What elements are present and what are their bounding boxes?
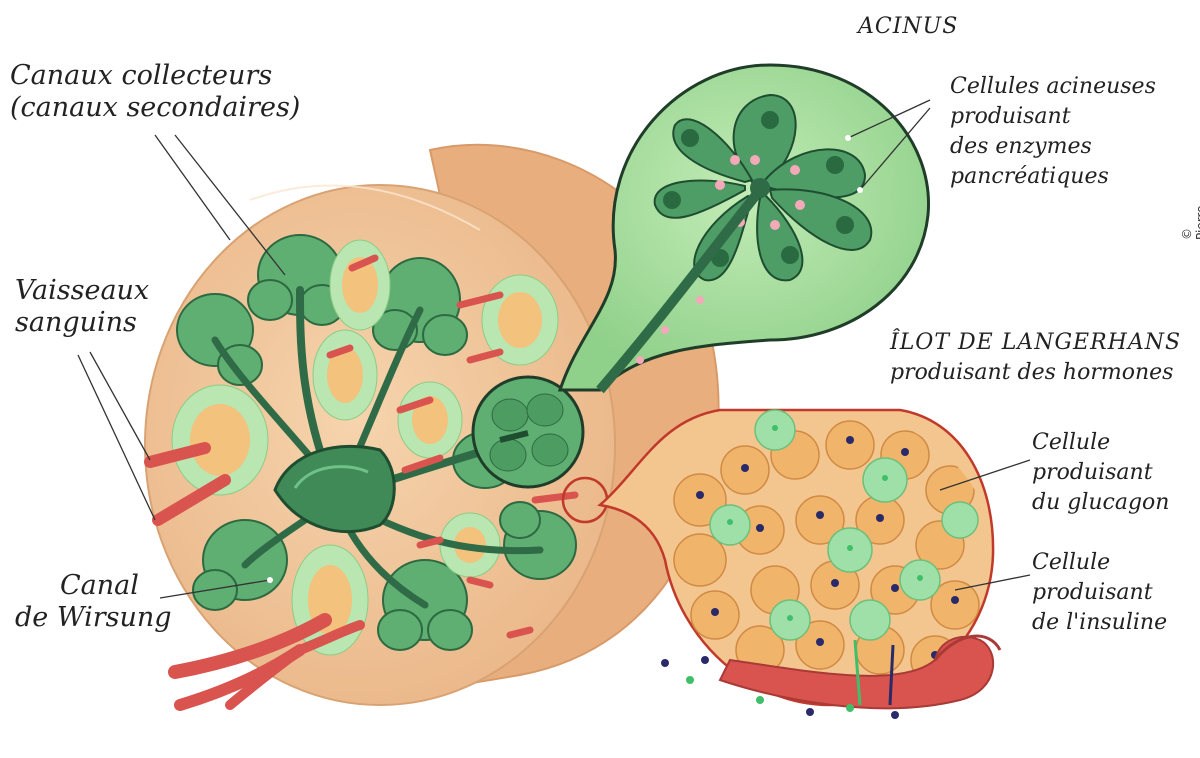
label-acinus: ACINUS bbox=[858, 14, 958, 39]
acinus-bubble bbox=[560, 65, 929, 390]
label-acineuses-line4: pancréatiques bbox=[950, 162, 1156, 192]
label-ilot-line2: produisant des hormones bbox=[890, 358, 1181, 388]
label-glucagon-line2: produisant bbox=[1032, 458, 1169, 488]
label-cellule-glucagon: Cellule produisant du glucagon bbox=[1032, 428, 1169, 518]
label-canaux-line1: Canaux collecteurs bbox=[10, 60, 300, 92]
label-insuline-line2: produisant bbox=[1032, 578, 1167, 608]
label-canaux-collecteurs: Canaux collecteurs (canaux secondaires) bbox=[10, 60, 300, 124]
photo-credit: © Pierre Bourcier bbox=[1180, 190, 1200, 240]
label-glucagon-line3: du glucagon bbox=[1032, 488, 1169, 518]
label-glucagon-line1: Cellule bbox=[1032, 428, 1169, 458]
label-canal-de-wirsung: Canal de Wirsung bbox=[15, 570, 172, 634]
label-vaisseaux-sanguins: Vaisseaux sanguins bbox=[15, 275, 149, 339]
label-cellules-acineuses: Cellules acineuses produisant des enzyme… bbox=[950, 72, 1156, 192]
acinus-callout-circle bbox=[473, 377, 583, 487]
label-insuline-line3: de l'insuline bbox=[1032, 608, 1167, 638]
label-insuline-line1: Cellule bbox=[1032, 548, 1167, 578]
label-vaisseaux-line2: sanguins bbox=[15, 307, 149, 339]
label-canal-line2: de Wirsung bbox=[15, 602, 172, 634]
label-acineuses-line2: produisant bbox=[950, 102, 1156, 132]
label-acineuses-line1: Cellules acineuses bbox=[950, 72, 1156, 102]
label-ilot-line1: ÎLOT DE LANGERHANS bbox=[890, 328, 1181, 358]
label-canal-line1: Canal bbox=[15, 570, 172, 602]
label-canaux-line2: (canaux secondaires) bbox=[10, 92, 300, 124]
label-acineuses-line3: des enzymes bbox=[950, 132, 1156, 162]
label-cellule-insuline: Cellule produisant de l'insuline bbox=[1032, 548, 1167, 638]
label-ilot-langerhans: ÎLOT DE LANGERHANS produisant des hormon… bbox=[890, 328, 1181, 388]
label-vaisseaux-line1: Vaisseaux bbox=[15, 275, 149, 307]
